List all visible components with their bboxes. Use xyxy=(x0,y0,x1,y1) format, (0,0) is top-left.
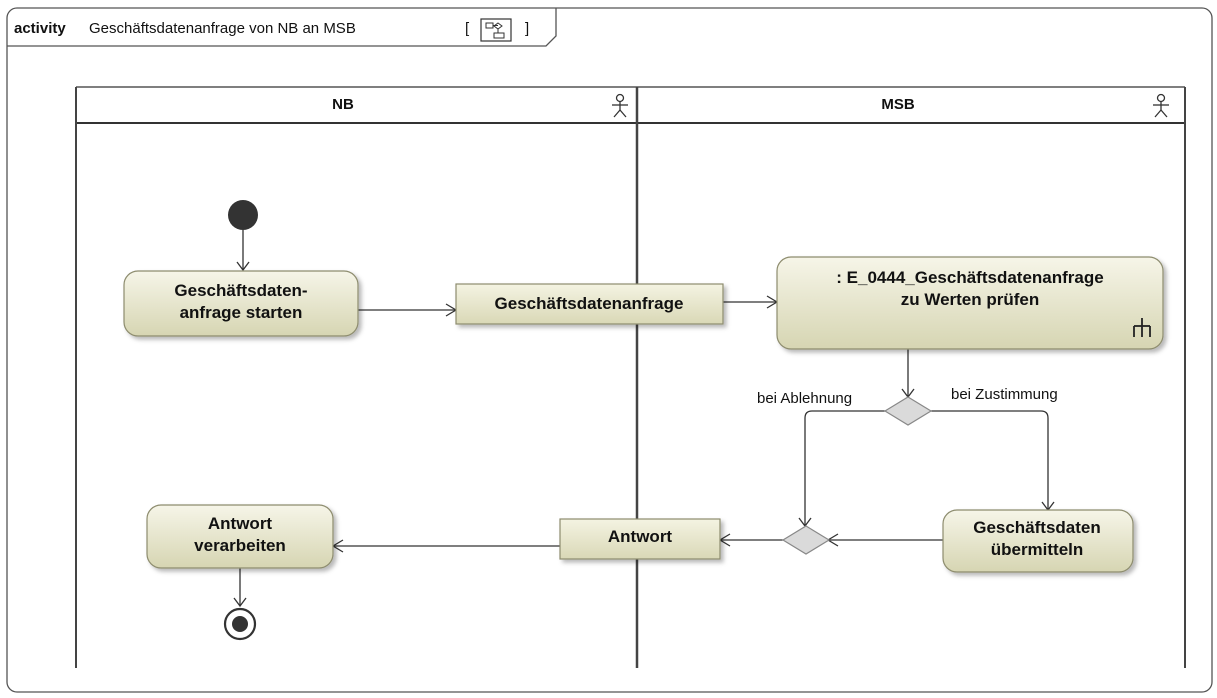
action-check-request-line2: zu Werten prüfen xyxy=(901,290,1040,309)
action-process-answer-line1: Antwort xyxy=(208,514,273,533)
initial-node xyxy=(228,200,258,230)
action-transmit-data-line2: übermitteln xyxy=(991,540,1084,559)
decision-node xyxy=(883,396,933,426)
call-behavior-icon xyxy=(1133,318,1151,337)
action-process-answer[interactable]: Antwort verarbeiten xyxy=(146,504,334,569)
frame-label-tab xyxy=(7,8,557,47)
action-transmit-data-line1: Geschäftsdaten xyxy=(973,518,1101,537)
diagram-frame xyxy=(6,7,1213,693)
swimlane-msb-title: MSB xyxy=(881,96,915,113)
final-node xyxy=(223,607,257,641)
guard-reject: bei Ablehnung xyxy=(757,390,852,407)
frame-bracket-close: ] xyxy=(525,20,529,37)
actor-icon xyxy=(612,93,628,118)
object-node-answer[interactable]: Antwort xyxy=(559,518,721,560)
action-start-request-line2: anfrage starten xyxy=(180,303,303,322)
action-transmit-data[interactable]: Geschäftsdaten übermitteln xyxy=(942,509,1134,573)
merge-node xyxy=(781,525,831,555)
frame-bracket-open: [ xyxy=(465,20,470,37)
frame-title: Geschäftsdatenanfrage von NB an MSB xyxy=(89,20,356,37)
activity-diagram-icon[interactable] xyxy=(480,18,512,42)
guard-accept: bei Zustimmung xyxy=(951,386,1058,403)
frame-keyword: activity xyxy=(14,20,66,37)
swimlane-headers xyxy=(76,86,1185,124)
control-flows xyxy=(233,230,1055,608)
action-check-request[interactable]: : E_0444_Geschäftsdatenanfrage zu Werten… xyxy=(776,256,1164,350)
action-start-request-line1: Geschäftsdaten- xyxy=(174,281,307,300)
action-start-request[interactable]: Geschäftsdaten- anfrage starten xyxy=(123,270,359,337)
swimlane-nb-title: NB xyxy=(332,96,354,113)
action-process-answer-line2: verarbeiten xyxy=(194,536,286,555)
object-node-request-label: Geschäftsdatenanfrage xyxy=(495,294,684,313)
action-check-request-line1: : E_0444_Geschäftsdatenanfrage xyxy=(836,268,1103,287)
object-node-answer-label: Antwort xyxy=(608,527,673,546)
actor-icon xyxy=(1153,93,1169,118)
object-node-request[interactable]: Geschäftsdatenanfrage xyxy=(455,283,724,325)
